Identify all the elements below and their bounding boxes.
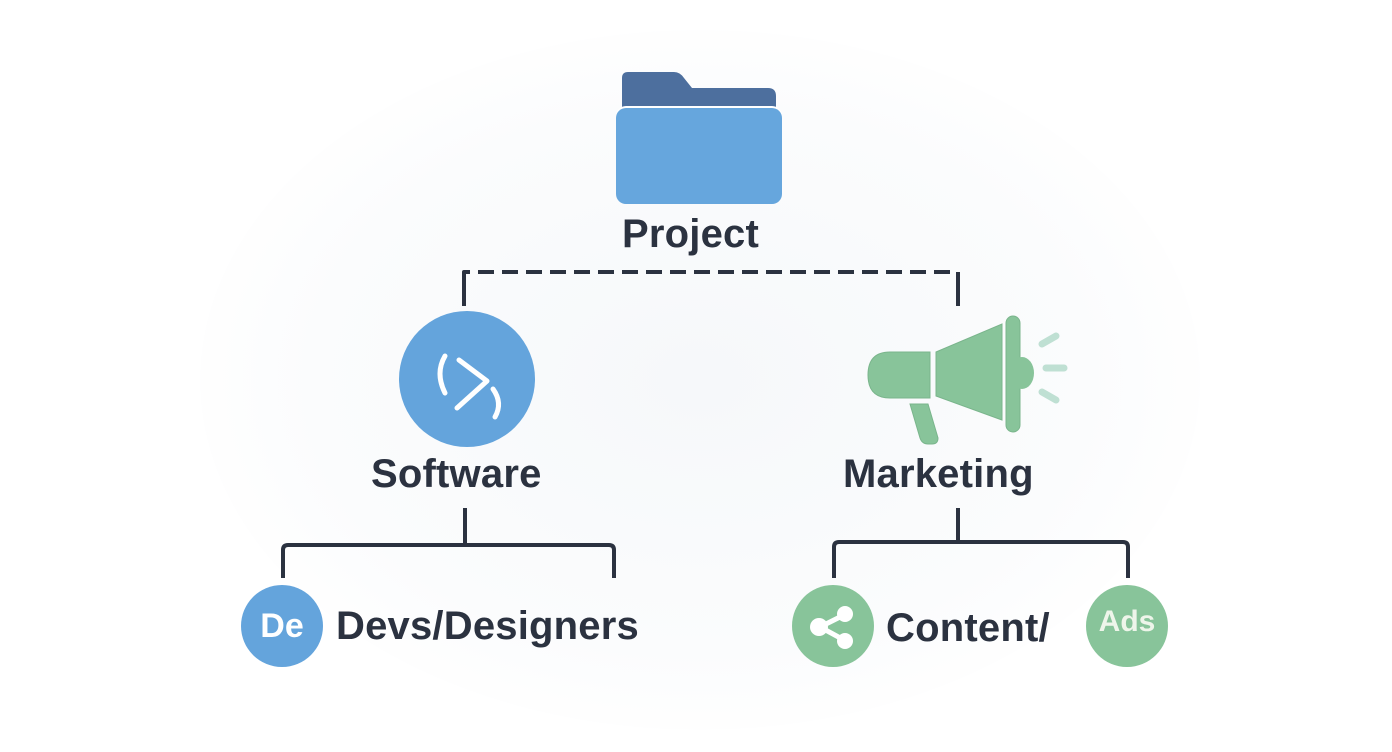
megaphone-icon [867,315,1068,445]
software-node-icon [399,311,535,447]
devs-badge: De [241,585,323,667]
root-node [612,68,787,208]
folder-icon [616,72,782,204]
ads-badge: Ads [1086,585,1168,667]
ads-badge-text: Ads [1098,605,1156,638]
devs-designers-label: Devs/Designers [336,604,639,648]
content-label: Content/ [886,606,1050,650]
share-icon [810,606,853,649]
marketing-label: Marketing [843,452,1034,496]
marketing-node-icon [862,310,1072,450]
root-label: Project [622,212,760,256]
devs-badge-text: De [260,606,304,645]
code-brackets-icon [437,353,501,420]
software-label: Software [371,452,542,496]
content-badge [792,585,874,667]
